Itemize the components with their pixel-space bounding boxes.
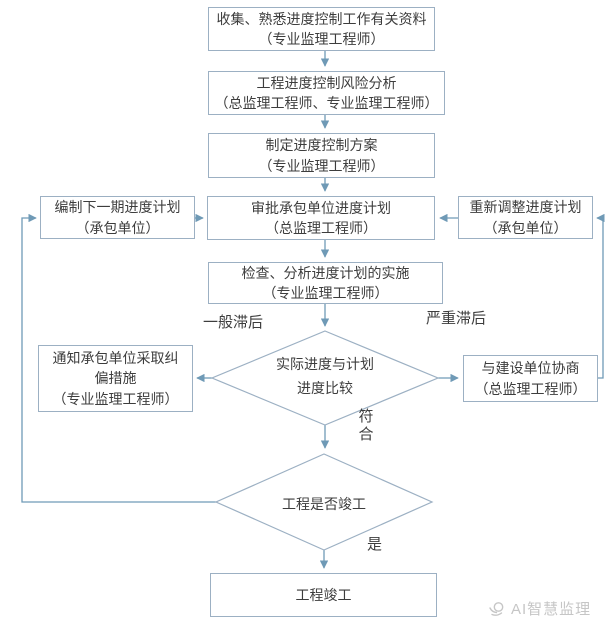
node-notify-corrective: 通知承包单位采取纠偏措施 （专业监理工程师） (38, 345, 193, 412)
node-collect-info: 收集、熟悉进度控制工作有关资料 （专业监理工程师） (208, 7, 435, 51)
edge-label-general-delay: 一般滞后 (203, 314, 264, 331)
node-project-completion-text: 工程竣工 (295, 586, 352, 603)
edge-label-yes: 是 (367, 536, 383, 553)
node-negotiate-owner-role: （总监理工程师） (474, 380, 587, 397)
brand-logo-icon (489, 601, 504, 616)
node-negotiate-owner-text: 与建设单位协商 (481, 360, 580, 377)
node-collect-info-role: （专业监理工程师） (258, 31, 385, 47)
node-risk-analysis-role: （总监理工程师、专业监理工程师） (214, 95, 439, 111)
node-compile-next-plan-role: （承包单位） (75, 219, 160, 236)
node-make-scheme: 制定进度控制方案 （专业监理工程师） (208, 133, 435, 178)
node-negotiate-owner: 与建设单位协商 （总监理工程师） (463, 355, 598, 402)
node-project-completion: 工程竣工 (210, 573, 437, 617)
edge-label-conform: 符合 (358, 408, 374, 443)
node-compile-next-plan-text: 编制下一期进度计划 (54, 199, 181, 216)
connector-iscomplete-to-compilenext (21, 213, 216, 503)
node-make-scheme-text: 制定进度控制方案 (265, 137, 378, 154)
node-notify-corrective-text: 通知承包单位采取纠偏措施 (52, 350, 179, 387)
node-inspect-implementation-text: 检查、分析进度计划的实施 (241, 264, 410, 281)
node-risk-analysis: 工程进度控制风险分析 （总监理工程师、专业监理工程师） (208, 71, 445, 115)
node-notify-corrective-role: （专业监理工程师） (52, 390, 179, 407)
node-collect-info-text: 收集、熟悉进度控制工作有关资料 (216, 10, 427, 27)
watermark: AI智慧监理 (487, 598, 591, 619)
edge-label-severe-delay: 严重滞后 (426, 310, 487, 327)
node-inspect-implementation: 检查、分析进度计划的实施 （专业监理工程师） (208, 262, 443, 304)
node-approve-plan-text: 审批承包单位进度计划 (251, 199, 391, 216)
watermark-brand-text: AI智慧监理 (511, 601, 592, 618)
decision-iscomplete-label: 工程是否竣工 (282, 496, 366, 512)
decision-compare-shape (210, 330, 440, 426)
node-make-scheme-role: （专业监理工程师） (258, 157, 385, 174)
decision-compare-label: 实际进度与计划进度比较 (276, 356, 374, 396)
node-readjust-plan-role: （承包单位） (483, 219, 568, 236)
connector-negotiate-to-readjust (596, 213, 605, 379)
node-readjust-plan: 重新调整进度计划 （承包单位） (458, 196, 593, 239)
node-risk-analysis-text: 工程进度控制风险分析 (256, 74, 397, 91)
node-inspect-implementation-role: （专业监理工程师） (262, 285, 389, 301)
decision-iscomplete-shape (214, 453, 434, 551)
node-approve-plan: 审批承包单位进度计划 （总监理工程师） (207, 196, 435, 240)
node-compile-next-plan: 编制下一期进度计划 （承包单位） (40, 196, 195, 239)
node-approve-plan-role: （总监理工程师） (265, 220, 377, 236)
node-readjust-plan-text: 重新调整进度计划 (469, 199, 582, 216)
